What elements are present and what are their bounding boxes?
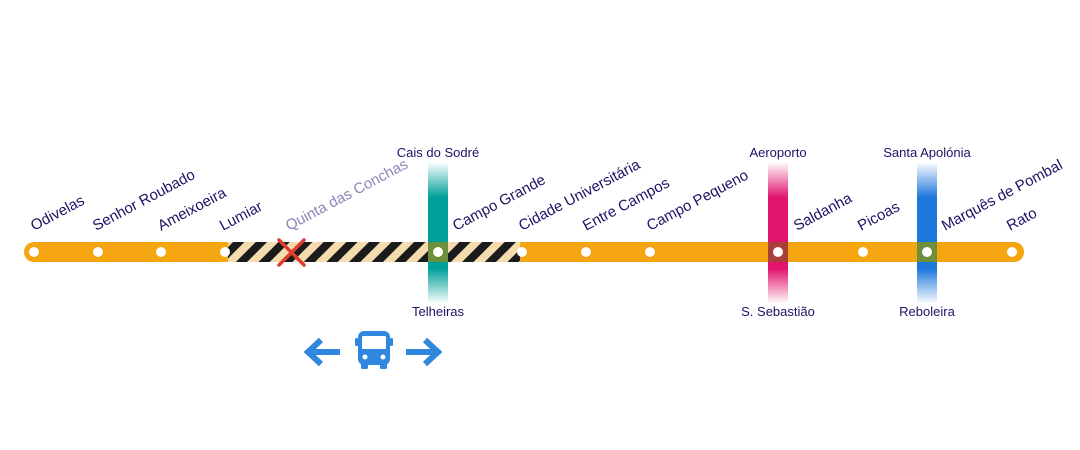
terminus-santa-apolonia: Santa Apolónia: [883, 145, 971, 160]
closed-segment: [228, 242, 520, 262]
transfer-lines: [428, 162, 937, 304]
station-dot: [433, 247, 443, 257]
terminus-s-sebastiao: S. Sebastião: [741, 304, 815, 319]
terminus-cais-do-sodre: Cais do Sodré: [397, 145, 479, 160]
station-marques-de-pombal[interactable]: Marquês de Pombal: [922, 156, 1065, 257]
station-dot: [29, 247, 39, 257]
terminus-reboleira: Reboleira: [899, 304, 955, 319]
transfer-labels: Cais do Sodré Telheiras Aeroporto S. Seb…: [397, 145, 972, 319]
station-dot: [645, 247, 655, 257]
station-dot: [858, 247, 868, 257]
line-segment-north: [24, 242, 236, 262]
station-dot: [156, 247, 166, 257]
bus-icon: [355, 331, 393, 369]
transfer-line-green: [428, 162, 448, 304]
station-label: Rato: [1004, 205, 1040, 235]
station-label: Picoas: [855, 198, 903, 234]
station-label: Marquês de Pombal: [939, 156, 1066, 234]
terminus-aeroporto: Aeroporto: [749, 145, 806, 160]
station-dot: [773, 247, 783, 257]
terminus-telheiras: Telheiras: [412, 304, 465, 319]
station-label: Lumiar: [217, 198, 265, 235]
station-dot: [220, 247, 230, 257]
station-dot: [922, 247, 932, 257]
station-label: Quinta das Conchas: [283, 156, 411, 235]
replacement-bus: [303, 331, 443, 369]
closed-cross-icon: [277, 238, 306, 267]
station-dot: [517, 247, 527, 257]
transfer-line-blue: [917, 162, 937, 304]
transfer-line-red: [768, 162, 788, 304]
arrow-left-icon: [303, 337, 340, 367]
station-dot: [1007, 247, 1017, 257]
station-dot: [581, 247, 591, 257]
station-dot: [93, 247, 103, 257]
station-label: Saldanha: [791, 189, 856, 234]
arrow-right-icon: [406, 337, 443, 367]
station-label: Odivelas: [28, 192, 88, 234]
